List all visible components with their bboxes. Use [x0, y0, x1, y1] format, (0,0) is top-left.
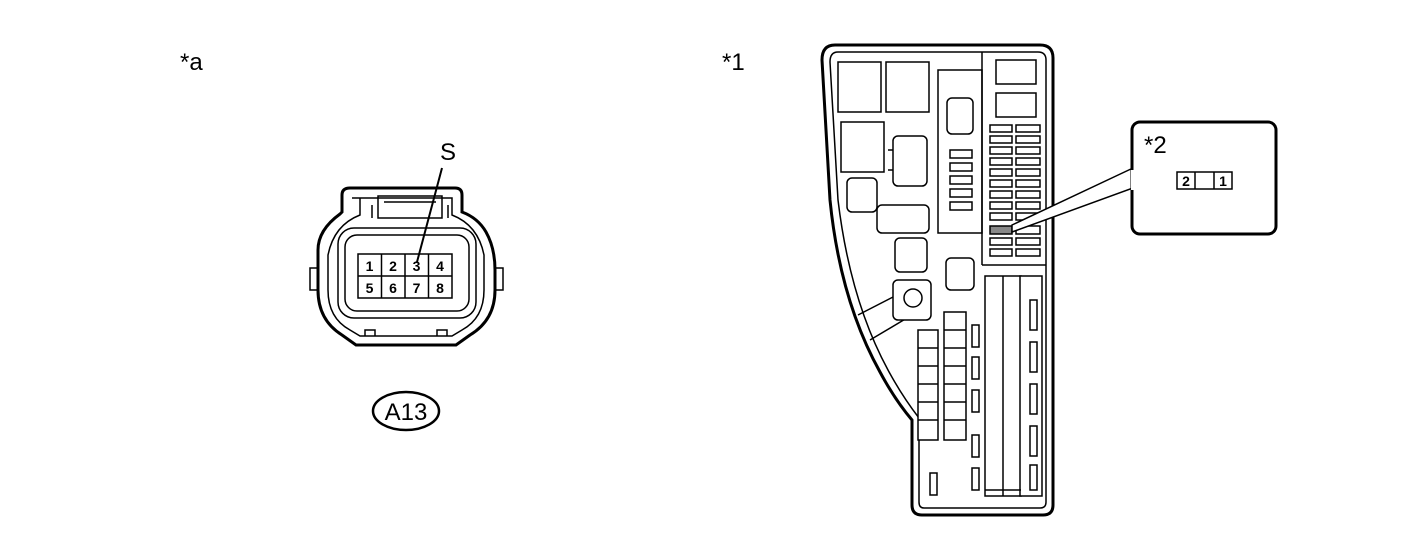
- component-label: *1: [722, 49, 745, 76]
- pin-6: 6: [389, 280, 397, 296]
- detail-pin-2: 2: [1182, 173, 1190, 189]
- lower-fuse-stacks: [917, 311, 980, 496]
- stud-bolt: [903, 288, 923, 308]
- terminal-leader-line: [416, 167, 443, 263]
- relay-3: [840, 121, 885, 173]
- relay-4: [892, 135, 928, 187]
- detail-terminal-grid: 2 1: [1176, 171, 1233, 190]
- callout-pointer: [1011, 166, 1134, 234]
- connector-latch: [377, 195, 443, 219]
- maxi-fuse-2: [995, 92, 1037, 118]
- relay-2: [885, 61, 930, 113]
- fuse-grid: [989, 124, 1041, 257]
- pin-2: 2: [389, 258, 397, 274]
- connector-cavity: [337, 227, 477, 319]
- pin-5: 5: [366, 280, 374, 296]
- relay-1: [837, 61, 882, 113]
- terminal-marker-label: S: [440, 139, 456, 166]
- pin-8: 8: [436, 280, 444, 296]
- fuse-holder-2: [876, 204, 930, 234]
- fuse-holder-3: [894, 237, 928, 273]
- tall-connector: [984, 275, 1043, 497]
- connector-view-label: *a: [180, 49, 203, 76]
- detail-label: *2: [1144, 132, 1167, 159]
- highlighted-fuse: [989, 225, 1013, 235]
- maxi-fuse-1: [995, 59, 1037, 85]
- detail-pin-1: 1: [1219, 173, 1227, 189]
- pin-7: 7: [413, 280, 421, 296]
- connector-housing: [309, 186, 504, 347]
- connector-id-badge: [371, 390, 441, 432]
- connector-pin-grid: 1 2 3 4 5 6 7 8: [357, 253, 453, 299]
- junction-block: [820, 43, 1055, 517]
- pin-4: 4: [436, 258, 444, 274]
- pin-1: 1: [366, 258, 374, 274]
- fuse-holder-1: [846, 177, 878, 213]
- connector-id-text: A13: [385, 399, 428, 426]
- pin-3: 3: [413, 258, 421, 274]
